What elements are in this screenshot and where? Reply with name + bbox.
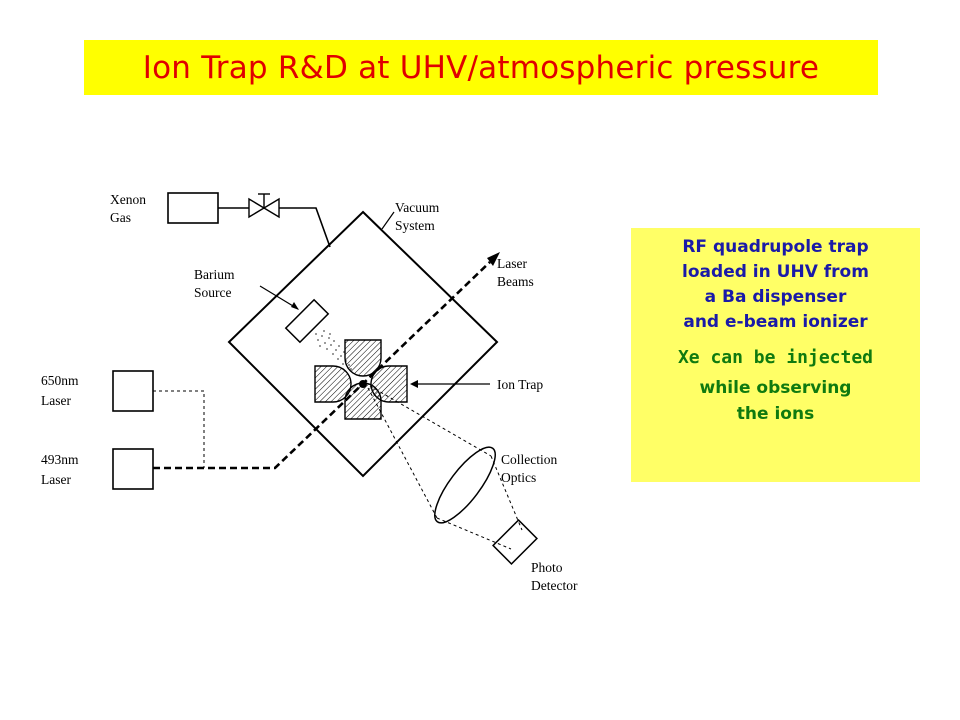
note-green-line: the ions (736, 404, 815, 424)
label-laser-beams-1: Laser (497, 256, 527, 271)
emission-rays (367, 385, 523, 550)
electrode-top (344, 339, 382, 377)
electrode-left (314, 365, 352, 403)
label-650nm-1: 650nm (41, 373, 79, 388)
label-laser-beams-2: Beams (497, 274, 534, 289)
gas-line-2 (279, 207, 331, 248)
laser-650-beam (153, 390, 205, 468)
slide-title: Ion Trap R&D at UHV/atmospheric pressure (84, 40, 878, 95)
laser-650-box (112, 370, 154, 412)
ion-trap-electrodes (314, 339, 408, 420)
barium-pointer (259, 285, 299, 310)
note-blue-text: RF quadrupole trap loaded in UHV from a … (631, 228, 920, 335)
slide-title-text: Ion Trap R&D at UHV/atmospheric pressure (142, 49, 820, 86)
ion-trap-pointer-arrowhead (410, 380, 418, 388)
note-blue-line: RF quadrupole trap (682, 237, 869, 257)
barium-pointer-arrowhead (291, 302, 299, 310)
label-650nm-2: Laser (41, 393, 71, 408)
laser-493-box (112, 448, 154, 490)
label-vacuum-2: System (395, 218, 435, 233)
label-xenon-2: Gas (110, 210, 131, 225)
barium-source (284, 298, 330, 344)
label-493nm-1: 493nm (41, 452, 79, 467)
note-green-line: while observing (699, 378, 852, 398)
note-blue-line: a Ba dispenser (704, 287, 847, 307)
xenon-gas-bottle (167, 192, 219, 224)
electrode-right (370, 365, 408, 403)
note-blue-line: and e-beam ionizer (683, 312, 868, 332)
vacuum-pointer (381, 211, 395, 230)
note-blue-line: loaded in UHV from (682, 262, 869, 282)
label-xenon-1: Xenon (110, 192, 146, 207)
note-green-line: Xe can be injected (677, 347, 874, 368)
label-493nm-2: Laser (41, 472, 71, 487)
photo-detector (492, 519, 538, 565)
label-collection-1: Collection (501, 452, 557, 467)
collection-lens (434, 446, 496, 524)
label-ion-trap: Ion Trap (497, 377, 543, 392)
label-photo-1: Photo (531, 560, 563, 575)
note-green-text: Xe can be injected while observing the i… (631, 345, 920, 427)
label-collection-2: Optics (501, 470, 536, 485)
combined-laser-beam (153, 261, 491, 470)
gas-valve (248, 193, 280, 219)
description-note-box: RF quadrupole trap loaded in UHV from a … (631, 228, 920, 482)
label-vacuum-1: Vacuum (395, 200, 440, 215)
label-barium-1: Barium (194, 267, 235, 282)
label-photo-2: Detector (531, 578, 578, 593)
label-barium-2: Source (194, 285, 232, 300)
laser-beam-arrowhead (487, 252, 500, 266)
